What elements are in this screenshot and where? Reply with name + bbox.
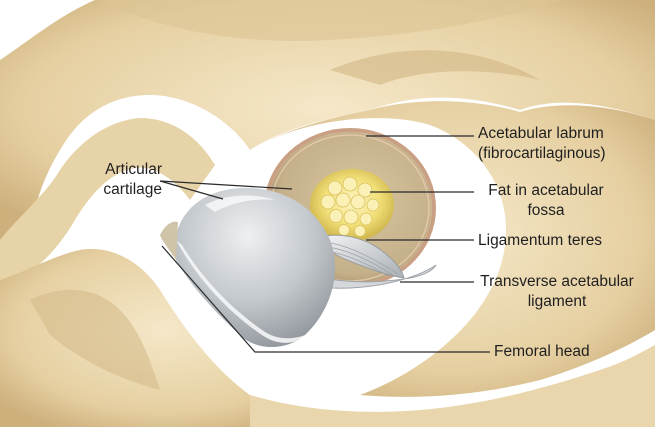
label-fat-line1: Fat in acetabular	[478, 181, 614, 201]
label-femoral-head: Femoral head	[494, 342, 590, 362]
label-transverse-line2: ligament	[478, 292, 636, 312]
label-ligamentum-teres: Ligamentum teres	[478, 231, 602, 251]
label-articular-cartilage: Articular cartilage	[70, 160, 162, 200]
label-articular-line1: Articular	[70, 160, 162, 180]
label-articular-line2: cartilage	[70, 180, 162, 200]
label-acetabular-labrum: Acetabular labrum (fibrocartilaginous)	[478, 124, 606, 164]
label-labrum-line2: (fibrocartilaginous)	[478, 144, 606, 164]
label-fat-line2: fossa	[478, 201, 614, 221]
label-transverse-ligament: Transverse acetabular ligament	[478, 272, 636, 312]
label-transverse-line1: Transverse acetabular	[478, 272, 636, 292]
label-fat-in-fossa: Fat in acetabular fossa	[478, 181, 614, 221]
label-labrum-line1: Acetabular labrum	[478, 124, 606, 144]
